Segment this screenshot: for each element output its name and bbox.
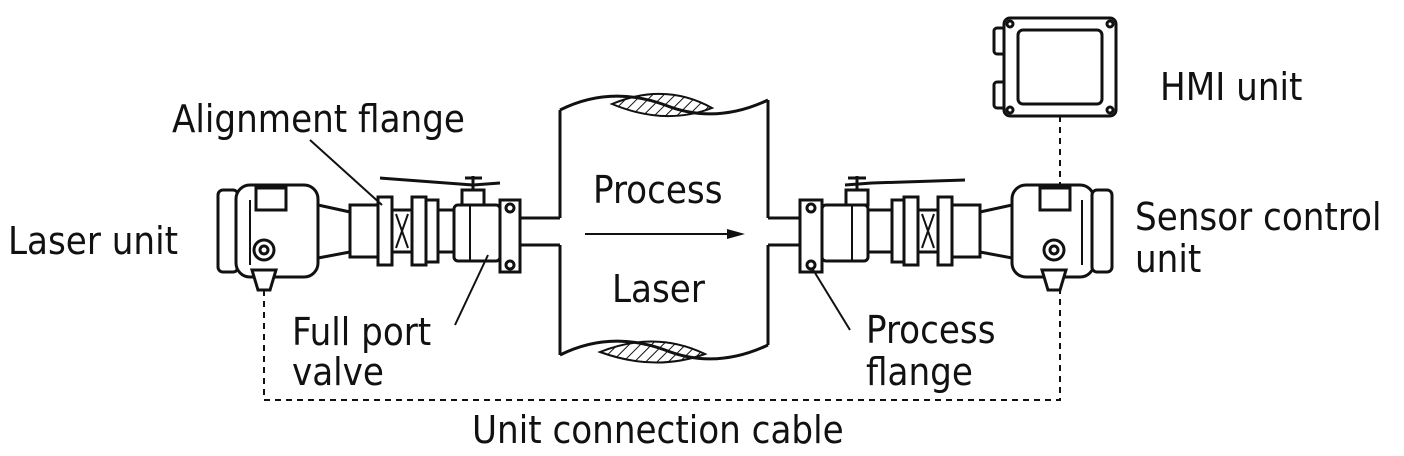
label-sensor-control-line2: unit <box>1135 237 1201 281</box>
label-full-port-valve-line2: valve <box>292 350 384 394</box>
label-process: Process <box>593 168 723 212</box>
process-pipe <box>520 92 800 364</box>
label-full-port-valve-line1: Full port <box>292 310 431 354</box>
hmi-unit <box>992 16 1118 118</box>
label-alignment-flange: Alignment flange <box>172 97 465 141</box>
alignment-flange-right <box>890 195 982 267</box>
alignment-flange-left <box>348 195 440 267</box>
label-sensor-control-line1: Sensor control <box>1135 195 1381 239</box>
full-port-valve-left <box>379 176 522 274</box>
label-unit-connection-cable: Unit connection cable <box>472 408 844 452</box>
process-flange-right <box>798 198 824 274</box>
unit-connection-cable <box>263 116 1061 401</box>
label-laser: Laser <box>612 267 706 311</box>
full-port-valve-right <box>820 176 966 263</box>
label-process-flange-line1: Process <box>866 308 996 352</box>
label-process-flange-line2: flange <box>866 350 973 394</box>
label-laser-unit: Laser unit <box>8 219 178 263</box>
pipe-top-hatch <box>609 92 715 118</box>
label-hmi-unit: HMI unit <box>1160 65 1302 109</box>
leader-lines <box>309 139 851 331</box>
laser-unit <box>216 183 352 292</box>
sensor-control-unit <box>979 183 1114 292</box>
pipe-bottom-hatch <box>597 340 708 364</box>
